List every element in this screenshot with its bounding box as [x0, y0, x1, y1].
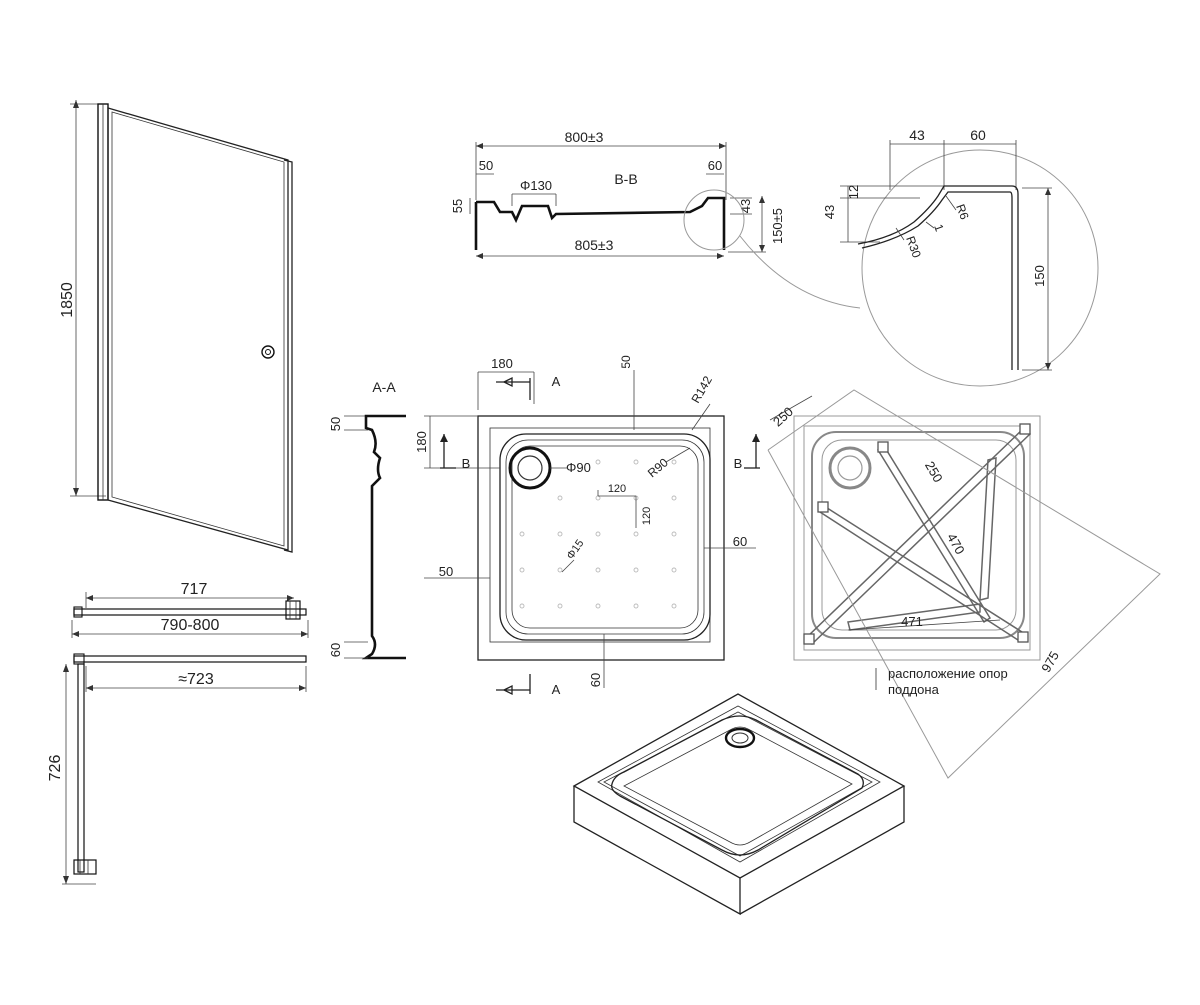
support-foot-icon	[877, 441, 889, 453]
detail-60: 60	[970, 127, 986, 143]
supports-471: 471	[901, 614, 923, 629]
plan-60right: 60	[733, 534, 747, 549]
plan-180h: 180	[491, 356, 513, 371]
detail-r30: R30	[903, 234, 924, 260]
detail-43v: 43	[822, 205, 837, 219]
detail-43: 43	[909, 127, 925, 143]
aa-bottom: 60	[328, 643, 343, 657]
bb-title: B-B	[614, 171, 637, 187]
bb-right-rim: 60	[708, 158, 722, 173]
door-open-view: ≈723 726	[47, 653, 307, 885]
plan-grid-h: 120	[608, 483, 626, 495]
door-elevation: 1850	[59, 100, 293, 553]
detail-one: 1	[931, 222, 947, 233]
supports-plan: 250 250 470 471 975 расположение опор по…	[767, 389, 1161, 779]
section-detail: 43 60 12 43 150 R6 1 R30	[822, 127, 1099, 387]
support-foot-icon	[817, 501, 829, 513]
door-height-label: 1850	[59, 282, 76, 318]
section-b-b: 800±3 50 60 B-B Φ130 55 43 150±5 805±3	[450, 129, 861, 309]
bb-top-width: 800±3	[565, 129, 604, 145]
plan-cut-b-left: B	[462, 456, 471, 471]
bb-drain-dia: Φ130	[520, 178, 552, 193]
plan-cut-a-bottom: A	[552, 682, 561, 697]
support-frame	[804, 426, 1032, 646]
plan-50top: 50	[619, 355, 633, 369]
plan-cut-a-top: A	[552, 374, 561, 389]
section-a-a: A-A 50 60	[328, 379, 406, 660]
supports-caption-1: расположение опор	[888, 666, 1008, 681]
width-inner-label: 717	[181, 581, 208, 598]
plan-cut-b-right: B	[734, 456, 743, 471]
supports-250b: 250	[922, 459, 946, 485]
supports-470: 470	[944, 531, 968, 557]
door-top-view: 717 790-800	[71, 581, 309, 638]
plan-drain: Φ90	[566, 460, 591, 475]
plan-180v: 180	[414, 431, 429, 453]
aa-title: A-A	[372, 379, 396, 395]
support-foot-icon	[1019, 423, 1031, 435]
aa-top: 50	[328, 417, 343, 431]
bb-left-height: 55	[450, 199, 465, 213]
bb-total-height: 150±5	[770, 208, 785, 244]
plan-r142: R142	[688, 373, 715, 405]
detail-12: 12	[846, 185, 861, 199]
plan-grid-v: 120	[641, 507, 653, 525]
side-height-label: 726	[47, 755, 64, 782]
iso-drain-icon	[724, 727, 756, 749]
tray-plan-view: Φ90 120 120 Φ15 R90 R142 50 180	[414, 355, 760, 697]
plan-r90: R90	[645, 455, 671, 480]
supports-caption-2: поддона	[888, 682, 940, 697]
width-approx-label: ≈723	[178, 671, 214, 688]
detail-r6: R6	[953, 202, 972, 222]
hole-grid	[519, 459, 677, 609]
plan-hole: Φ15	[565, 538, 587, 562]
support-foot-icon	[803, 633, 815, 645]
plan-60bottom: 60	[588, 673, 603, 687]
width-range-label: 790-800	[161, 617, 220, 634]
support-foot-icon	[1017, 631, 1029, 643]
bb-left-rim: 50	[479, 158, 493, 173]
bb-bottom-width: 805±3	[575, 237, 614, 253]
supports-975: 975	[1038, 649, 1062, 675]
detail-150: 150	[1032, 265, 1047, 287]
tray-isometric	[572, 693, 906, 916]
plan-50left: 50	[439, 564, 453, 579]
